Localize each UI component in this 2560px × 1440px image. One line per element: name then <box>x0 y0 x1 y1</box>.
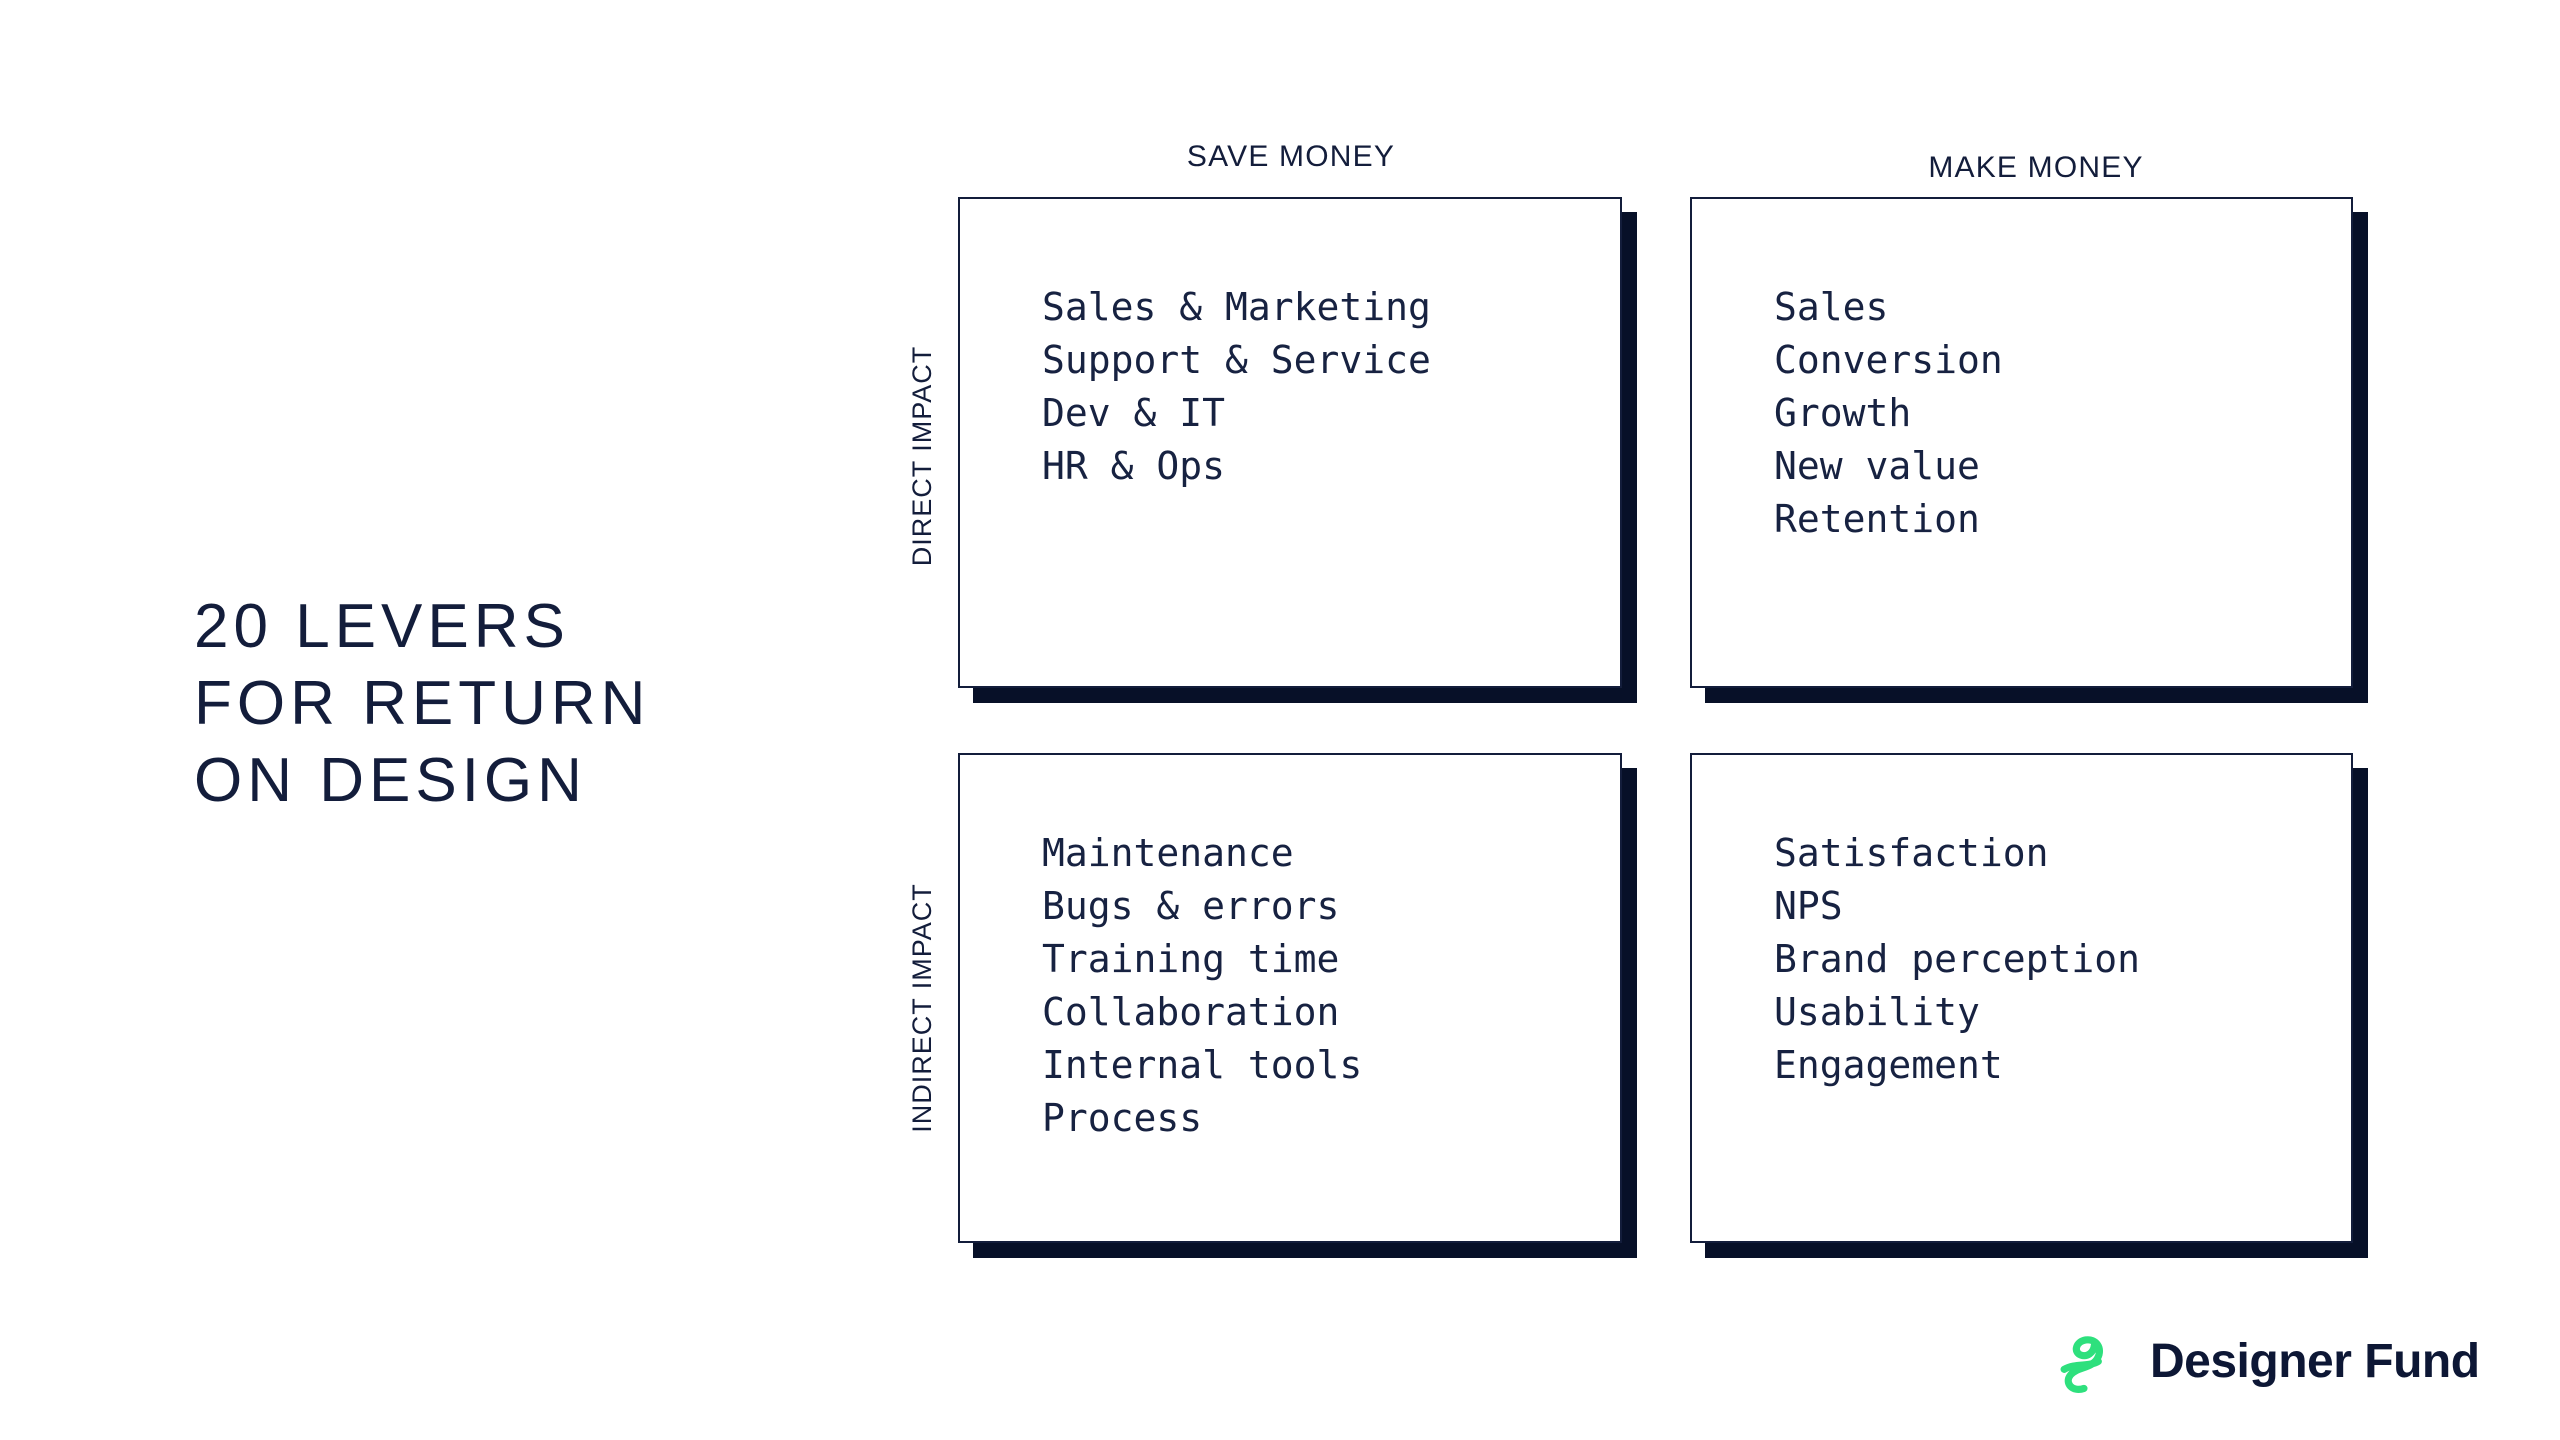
lever-list-item: NPS <box>1774 884 1843 928</box>
lever-list-item: Growth <box>1774 391 1912 435</box>
designer-fund-logo: Designer Fund <box>2060 1325 2480 1397</box>
lever-list-item: Usability <box>1774 990 1980 1034</box>
lever-list-item: Satisfaction <box>1774 831 2049 875</box>
lever-list-item: Process <box>1042 1096 1203 1140</box>
page-title-line-3: ON DESIGN <box>194 746 587 815</box>
lever-list-item: Collaboration <box>1042 990 1340 1034</box>
lever-list-item: Brand perception <box>1774 937 2141 981</box>
lever-list-item: Training time <box>1042 937 1340 981</box>
lever-list-item: Bugs & errors <box>1042 884 1340 928</box>
row-label-indirect-impact: INDIRECT IMPACT <box>907 883 937 1133</box>
lever-list-item: Maintenance <box>1042 831 1294 875</box>
lever-list-item: New value <box>1774 444 1980 488</box>
designer-fund-script-f-icon <box>2060 1336 2104 1393</box>
lever-list-item: Retention <box>1774 497 1980 541</box>
lever-list-item: Conversion <box>1774 338 2003 382</box>
lever-list-item: Support & Service <box>1042 338 1431 382</box>
lever-list-item: Internal tools <box>1042 1043 1363 1087</box>
lever-list-item: Engagement <box>1774 1043 2003 1087</box>
column-header-save-money: SAVE MONEY <box>1186 140 1396 173</box>
page-title-line-1: 20 LEVERS <box>194 592 570 661</box>
lever-list-item: Dev & IT <box>1042 391 1226 435</box>
row-label-direct-impact: DIRECT IMPACT <box>907 345 937 567</box>
page-title: 20 LEVERS FOR RETURN ON DESIGN <box>194 588 650 819</box>
lever-list-item: HR & Ops <box>1042 444 1226 488</box>
designer-fund-wordmark: Designer Fund <box>2150 1334 2480 1388</box>
lever-list-item: Sales & Marketing <box>1042 285 1431 329</box>
page-title-line-2: FOR RETURN <box>194 669 651 738</box>
column-header-make-money: MAKE MONEY <box>1928 151 2144 184</box>
lever-list-item: Sales <box>1774 285 1889 329</box>
